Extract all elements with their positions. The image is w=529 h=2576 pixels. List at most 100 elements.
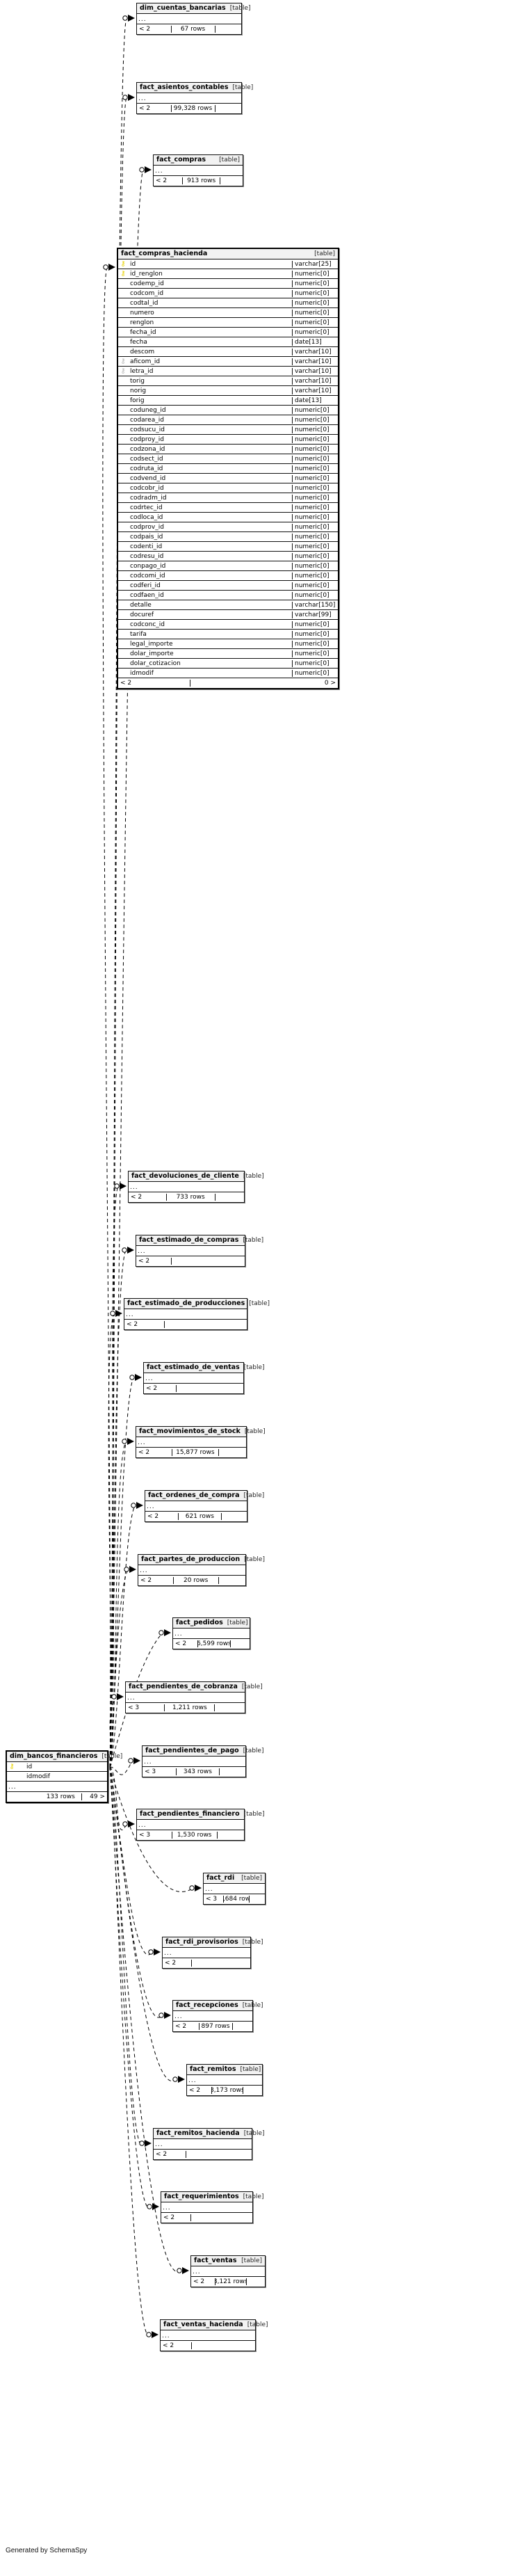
footer-incoming-count[interactable]: < 3: [137, 1832, 172, 1839]
table-node-fact-ventas-hacienda[interactable]: fact_ventas_hacienda[table]...< 2: [160, 2319, 268, 2351]
collapsed-columns-ellipsis[interactable]: ...: [161, 2330, 255, 2341]
table-header-fact-remitos[interactable]: fact_remitos[table]: [187, 2065, 262, 2075]
footer-outgoing-count[interactable]: 0 >: [324, 680, 336, 687]
footer-incoming-count[interactable]: < 3: [143, 1768, 177, 1775]
table-node-fact-remitos-hacienda[interactable]: fact_remitos_hacienda[table]...< 2: [153, 2128, 265, 2160]
table-header-fact-partes-de-produccion[interactable]: fact_partes_de_produccion[table]: [138, 1555, 265, 1565]
footer-incoming-count[interactable]: < 2: [118, 680, 191, 687]
table-header-fact-estimado-de-producciones[interactable]: fact_estimado_de_producciones[table]: [124, 1299, 270, 1309]
collapsed-columns-ellipsis[interactable]: ...: [143, 1757, 245, 1767]
table-header-fact-compras-hacienda[interactable]: fact_compras_hacienda[table]: [118, 249, 338, 259]
table-header-fact-pendientes-de-pago[interactable]: fact_pendientes_de_pago[table]: [143, 1746, 263, 1757]
table-node-fact-rdi[interactable]: fact_rdi[table]...< 33,684 rows: [203, 1873, 266, 1905]
table-header-fact-devoluciones-de-cliente[interactable]: fact_devoluciones_de_cliente[table]: [129, 1171, 264, 1182]
table-header-fact-remitos-hacienda[interactable]: fact_remitos_hacienda[table]: [154, 2129, 265, 2139]
collapsed-columns-ellipsis[interactable]: ...: [137, 14, 241, 24]
table-header-fact-rdi-provisorios[interactable]: fact_rdi_provisorios[table]: [163, 1937, 263, 1948]
collapsed-columns-ellipsis[interactable]: ...: [124, 1309, 247, 1320]
collapsed-columns-ellipsis[interactable]: ...: [145, 1501, 247, 1512]
table-header-fact-pendientes-financiero[interactable]: fact_pendientes_financiero[table]: [137, 1809, 264, 1820]
collapsed-columns-ellipsis[interactable]: ...: [138, 1565, 245, 1576]
footer-incoming-count[interactable]: < 2: [161, 2342, 192, 2349]
collapsed-columns-ellipsis[interactable]: ...: [137, 1820, 244, 1830]
collapsed-columns-ellipsis[interactable]: ...: [7, 1782, 107, 1792]
table-node-fact-pendientes-de-cobranza[interactable]: fact_pendientes_de_cobranza[table]...< 3…: [125, 1681, 263, 1713]
table-header-fact-estimado-de-compras[interactable]: fact_estimado_de_compras[table]: [136, 1235, 263, 1246]
collapsed-columns-ellipsis[interactable]: ...: [137, 93, 241, 104]
collapsed-columns-ellipsis[interactable]: ...: [126, 1693, 245, 1703]
footer-incoming-count[interactable]: < 2: [154, 177, 184, 184]
footer-incoming-count[interactable]: < 2: [163, 1960, 192, 1967]
footer-incoming-count[interactable]: < 2: [187, 2087, 212, 2094]
table-header-fact-ventas[interactable]: fact_ventas[table]: [191, 2256, 265, 2266]
footer-incoming-count[interactable]: < 2: [173, 1640, 199, 1647]
table-node-fact-devoluciones-de-cliente[interactable]: fact_devoluciones_de_cliente[table]...< …: [128, 1171, 264, 1203]
table-header-dim-cuentas-bancarias[interactable]: dim_cuentas_bancarias[table]: [137, 3, 251, 14]
table-node-fact-estimado-de-ventas[interactable]: fact_estimado_de_ventas[table]...< 2: [143, 1362, 265, 1394]
collapsed-columns-ellipsis[interactable]: ...: [204, 1884, 265, 1894]
table-header-fact-movimientos-de-stock[interactable]: fact_movimientos_de_stock[table]: [136, 1427, 266, 1437]
table-header-fact-requerimientos[interactable]: fact_requerimientos[table]: [161, 2192, 263, 2202]
footer-incoming-count[interactable]: < 2: [154, 2151, 186, 2158]
collapsed-columns-ellipsis[interactable]: ...: [144, 1373, 243, 1384]
collapsed-columns-ellipsis[interactable]: ...: [154, 2139, 252, 2150]
table-header-fact-pendientes-de-cobranza[interactable]: fact_pendientes_de_cobranza[table]: [126, 1682, 263, 1693]
collapsed-columns-ellipsis[interactable]: ...: [173, 2011, 252, 2022]
footer-incoming-count[interactable]: < 2: [136, 1258, 172, 1265]
table-header-fact-asientos-contables[interactable]: fact_asientos_contables[table]: [137, 83, 253, 93]
footer-incoming-count[interactable]: < 2: [138, 1577, 174, 1584]
footer-incoming-count[interactable]: < 2: [136, 1449, 173, 1456]
table-node-fact-estimado-de-compras[interactable]: fact_estimado_de_compras[table]...< 2: [136, 1235, 263, 1267]
column-row[interactable]: ⚷id: [7, 1762, 107, 1772]
footer-incoming-count[interactable]: < 2: [129, 1194, 167, 1201]
collapsed-columns-ellipsis[interactable]: ...: [163, 1948, 250, 1958]
footer-incoming-count[interactable]: < 2: [145, 1513, 179, 1520]
table-node-fact-rdi-provisorios[interactable]: fact_rdi_provisorios[table]... < 2: [162, 1937, 263, 1969]
collapsed-columns-ellipsis[interactable]: ...: [173, 1629, 250, 1639]
table-header-fact-ventas-hacienda[interactable]: fact_ventas_hacienda[table]: [161, 2320, 268, 2330]
table-header-fact-estimado-de-ventas[interactable]: fact_estimado_de_ventas[table]: [144, 1363, 265, 1373]
footer-incoming-count[interactable]: < 2: [191, 2278, 215, 2285]
table-node-fact-ventas[interactable]: fact_ventas[table]...< 28,121 rows: [190, 2255, 266, 2287]
